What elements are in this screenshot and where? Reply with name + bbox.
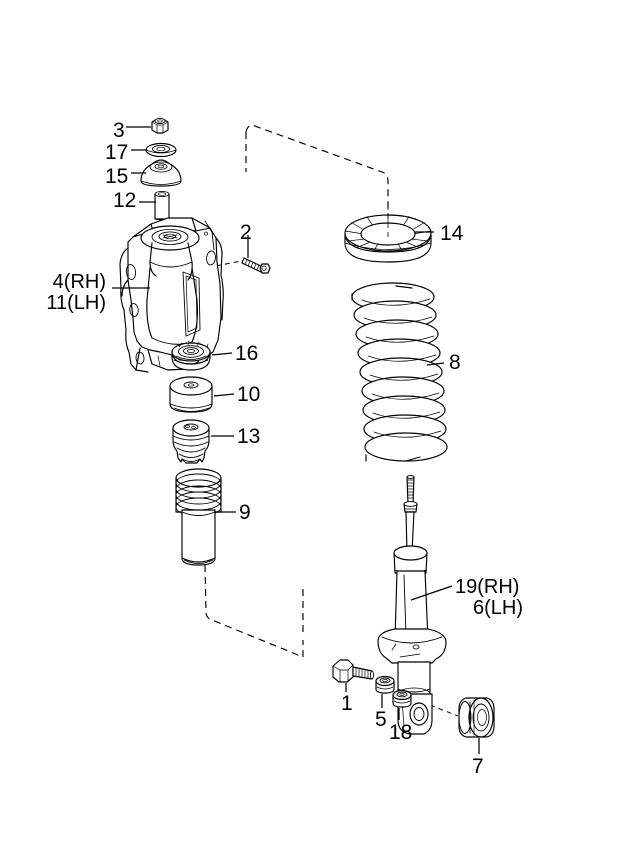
callout-7: 7 bbox=[472, 755, 484, 778]
part-16-bearing-washer bbox=[171, 340, 211, 371]
part-2-bracket-bolt bbox=[241, 257, 271, 274]
part-19-6-shock-absorber bbox=[377, 475, 447, 735]
callout-6-lh: 6(LH) bbox=[472, 597, 523, 619]
callout-19-rh: 19(RH) bbox=[455, 576, 520, 598]
leader-8 bbox=[426, 362, 445, 366]
callout-14: 14 bbox=[440, 222, 464, 245]
callout-5: 5 bbox=[375, 708, 387, 731]
callout-2: 2 bbox=[240, 221, 252, 244]
part-5-washer bbox=[375, 675, 395, 694]
part-7-lower-bushing bbox=[458, 697, 495, 738]
callout-15: 15 bbox=[105, 165, 129, 188]
part-12-spacer-collar bbox=[154, 190, 170, 221]
callout-3: 3 bbox=[113, 119, 125, 142]
callout-4-rh: 4(RH) bbox=[52, 271, 106, 293]
callout-16: 16 bbox=[235, 342, 259, 365]
part-17-flat-washer bbox=[145, 142, 177, 158]
assembly-dashed-guides bbox=[204, 124, 459, 717]
part-18-small-washer bbox=[392, 689, 412, 708]
leader-10 bbox=[213, 393, 235, 397]
part-10-upper-spring-seat-pad bbox=[169, 376, 213, 413]
callout-12: 12 bbox=[113, 189, 137, 212]
part-3-strut-rod-nut bbox=[151, 117, 169, 134]
part-14-strut-bearing-ring bbox=[344, 205, 432, 263]
callout-9: 9 bbox=[239, 501, 251, 524]
part-8-coil-spring bbox=[351, 282, 448, 462]
leader-19-6 bbox=[410, 585, 453, 601]
part-1-lower-mounting-bolt bbox=[332, 659, 375, 683]
part-13-bump-stop-rubber bbox=[172, 419, 210, 464]
callout-8: 8 bbox=[449, 351, 461, 374]
callout-13: 13 bbox=[237, 425, 261, 448]
callout-17: 17 bbox=[105, 141, 129, 164]
part-9-dust-cover-boot bbox=[175, 468, 222, 566]
callout-18: 18 bbox=[389, 721, 413, 744]
callout-10: 10 bbox=[237, 383, 261, 406]
callout-11-lh: 11(LH) bbox=[46, 292, 106, 314]
part-15-upper-rubber-insulator bbox=[140, 159, 182, 187]
leader-16 bbox=[211, 352, 233, 356]
callout-1: 1 bbox=[341, 692, 353, 715]
